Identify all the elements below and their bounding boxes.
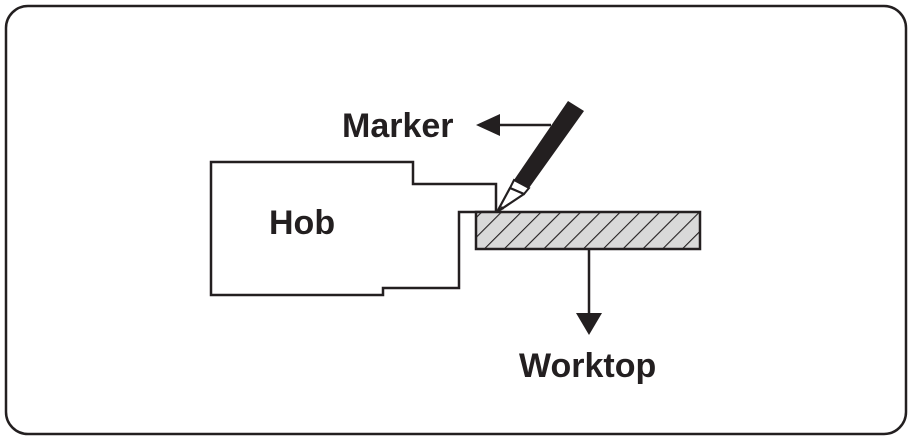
hob-outline bbox=[209, 160, 498, 297]
hob-label: Hob bbox=[269, 204, 335, 242]
worktop-label: Worktop bbox=[519, 347, 656, 385]
worktop-hatched-block bbox=[474, 210, 702, 251]
arrow-down-icon bbox=[576, 249, 602, 335]
arrow-left-icon bbox=[476, 114, 551, 136]
marker-label: Marker bbox=[342, 107, 454, 145]
pen-marker-icon bbox=[495, 101, 584, 214]
